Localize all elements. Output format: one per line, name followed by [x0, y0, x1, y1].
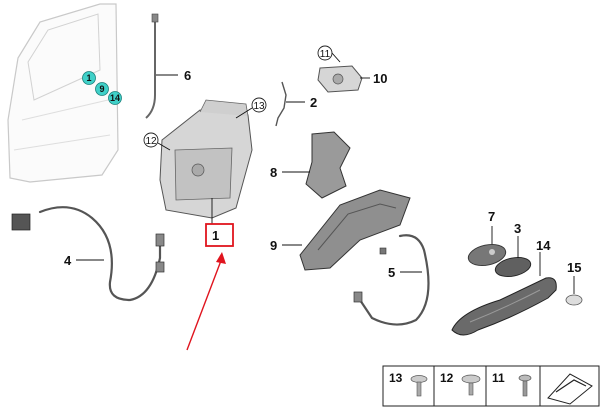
callout-7: 7 [488, 209, 495, 224]
screw-13-icon [410, 375, 428, 397]
part-4-cable [11, 206, 165, 302]
callout-10: 10 [373, 71, 387, 86]
part-7-gasket [467, 226, 507, 266]
arrow-marker-icon [547, 373, 593, 405]
callout-5: 5 [388, 265, 395, 280]
door-marker-1-label: 1 [86, 73, 91, 83]
door-marker-14-label: 14 [110, 93, 120, 103]
door-marker-9-label: 9 [99, 84, 104, 94]
screw-11-icon [518, 374, 532, 397]
callout-2: 2 [310, 95, 317, 110]
svg-text:12: 12 [145, 136, 157, 147]
legend: 13 12 11 [382, 365, 600, 407]
svg-text:13: 13 [253, 101, 265, 112]
highlight-arrow [186, 257, 223, 351]
callout-12: 12 [143, 132, 171, 151]
part-3-cap [494, 236, 532, 278]
part-10-striker [317, 65, 370, 93]
arrow-head [216, 252, 226, 264]
part-5-cable [353, 234, 430, 326]
callout-8: 8 [270, 165, 277, 180]
part-8-bracket [282, 131, 351, 199]
callout-3: 3 [514, 221, 521, 236]
callout-1: 1 [212, 228, 219, 243]
part-1-lock-actuator [159, 99, 253, 224]
part-14-door-handle [451, 252, 557, 336]
door-outline [7, 3, 119, 183]
part-9-handle-carrier [282, 189, 411, 271]
screw-12-icon [461, 374, 481, 396]
part-15-screw [565, 276, 583, 306]
callout-11: 11 [317, 45, 341, 63]
part-6-rod [145, 13, 178, 119]
svg-text:11: 11 [320, 49, 331, 60]
legend-item-13-label: 13 [389, 371, 403, 385]
callout-13: 13 [235, 97, 267, 119]
door-marker-1: 1 [82, 71, 96, 85]
callout-4: 4 [64, 253, 72, 268]
door-marker-14: 14 [108, 91, 122, 105]
door-marker-9: 9 [95, 82, 109, 96]
part-2-wire [275, 81, 305, 127]
legend-item-11-label: 11 [492, 371, 505, 385]
callout-6: 6 [184, 68, 191, 83]
callout-14: 14 [536, 238, 551, 253]
legend-item-12-label: 12 [440, 371, 454, 385]
callout-15: 15 [567, 260, 581, 275]
highlight-box [205, 223, 234, 247]
callout-9: 9 [270, 238, 277, 253]
